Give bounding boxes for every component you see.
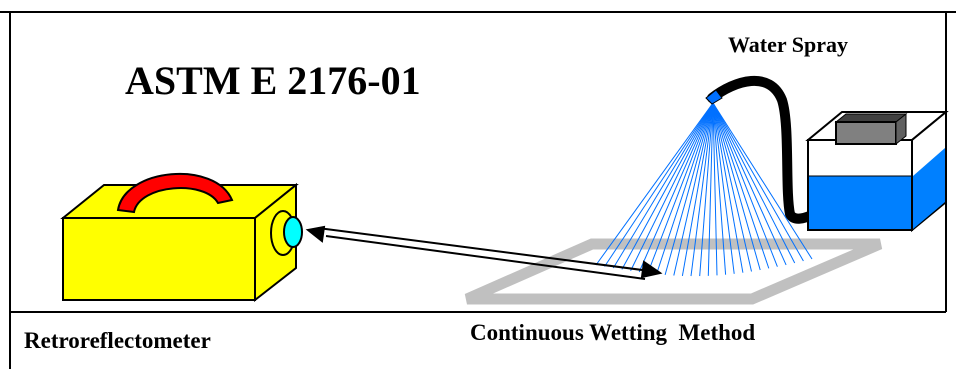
spray-line bbox=[712, 102, 787, 266]
outgoing-beam-arrowhead bbox=[640, 260, 663, 279]
spray-line bbox=[699, 102, 714, 277]
retroreflectometer bbox=[60, 172, 303, 303]
water-level-front bbox=[809, 176, 911, 229]
spray-line bbox=[612, 102, 714, 269]
diagram-title: ASTM E 2176-01 bbox=[125, 58, 421, 103]
method-label: Continuous Wetting Method bbox=[470, 320, 755, 345]
spray-line bbox=[681, 102, 714, 276]
spray-line bbox=[712, 102, 761, 271]
device-front-face bbox=[62, 217, 256, 301]
spray-line bbox=[638, 102, 714, 273]
spray-line bbox=[712, 102, 778, 267]
spray-line bbox=[621, 102, 714, 270]
spray-line bbox=[712, 102, 735, 274]
spray-line bbox=[647, 102, 714, 274]
spray-line bbox=[656, 102, 714, 275]
spray-lines bbox=[595, 102, 813, 277]
spray-line bbox=[690, 102, 714, 277]
spray-line bbox=[664, 102, 714, 276]
return-beam-line bbox=[325, 235, 646, 280]
test-area bbox=[464, 238, 883, 305]
container-cap bbox=[835, 121, 897, 145]
spray-line bbox=[712, 102, 718, 276]
water-container bbox=[805, 109, 949, 233]
spray-line bbox=[707, 102, 714, 276]
spray-line bbox=[712, 102, 727, 275]
spray-line bbox=[712, 102, 804, 262]
device-handle bbox=[116, 172, 234, 214]
spray-nozzle bbox=[705, 89, 723, 105]
spray-line bbox=[673, 102, 714, 276]
water-level-side bbox=[913, 148, 945, 229]
spray-line bbox=[595, 102, 714, 266]
spray-line bbox=[712, 102, 744, 273]
spray-line bbox=[712, 102, 813, 260]
return-beam-arrowhead bbox=[305, 225, 326, 243]
measurement-arrows bbox=[305, 225, 663, 280]
spray-line bbox=[630, 102, 714, 272]
spray-line bbox=[712, 102, 796, 264]
spray-line bbox=[712, 102, 770, 269]
water-spray-label: Water Spray bbox=[728, 32, 848, 57]
hose bbox=[707, 76, 817, 224]
spray-line bbox=[604, 102, 714, 267]
device-label: Retroreflectometer bbox=[24, 328, 211, 353]
lens bbox=[283, 216, 303, 248]
cap-top bbox=[834, 113, 908, 123]
cap-side bbox=[895, 112, 907, 146]
spray-line bbox=[712, 102, 752, 272]
outgoing-beam-line bbox=[317, 227, 651, 272]
